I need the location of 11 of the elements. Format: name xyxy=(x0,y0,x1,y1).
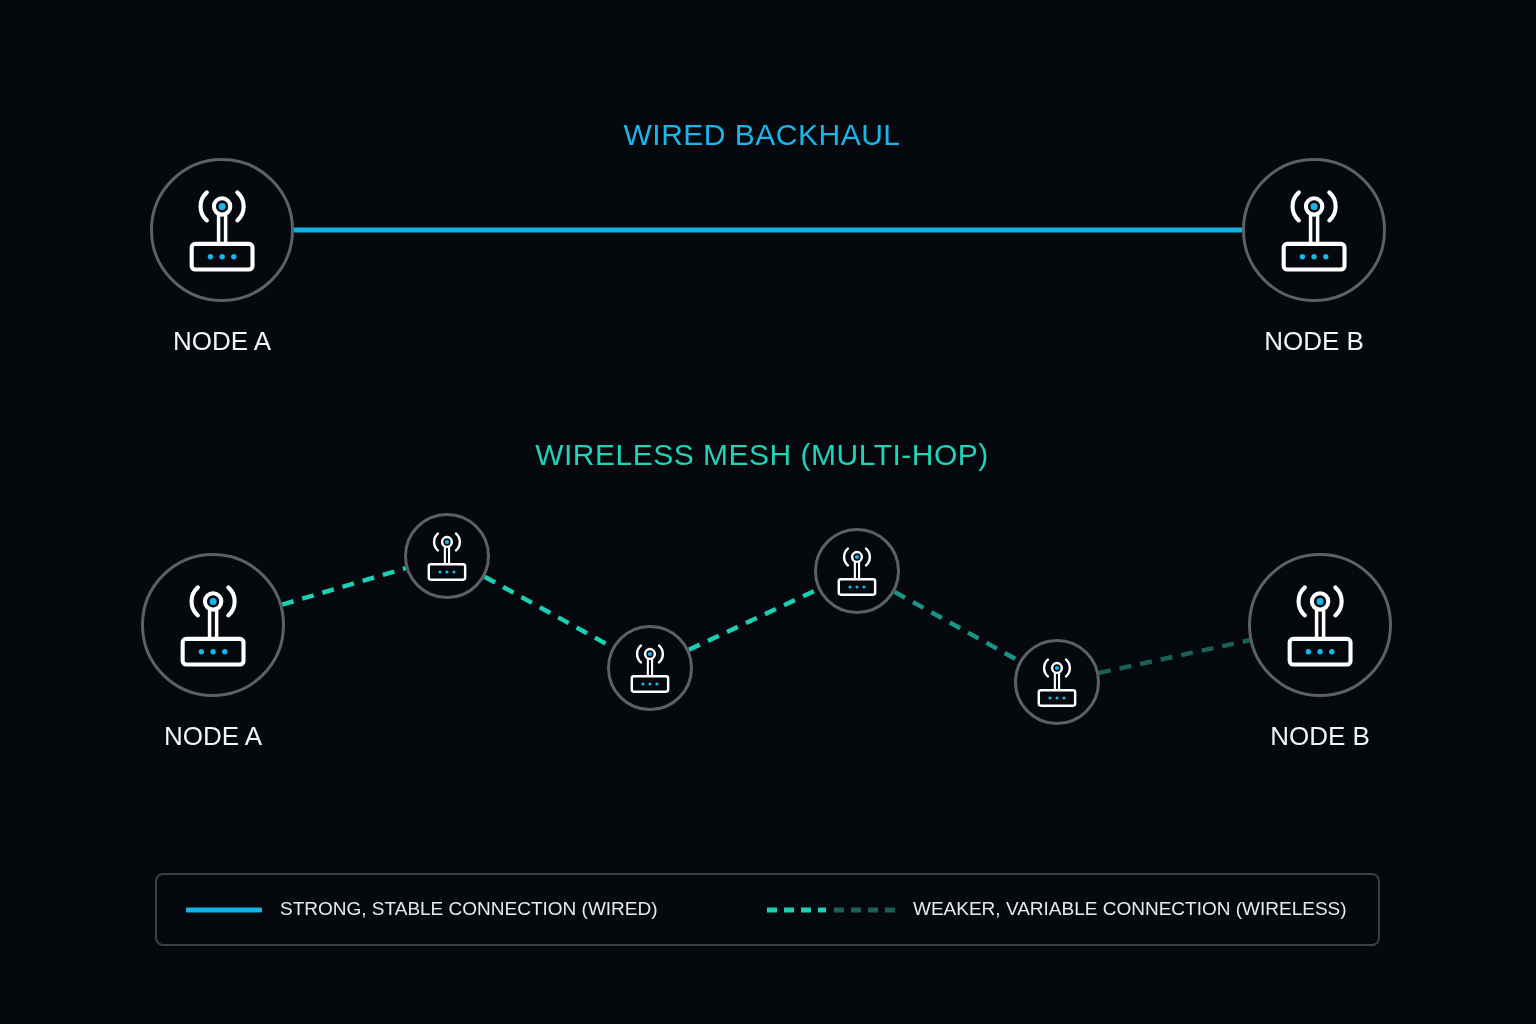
node-label: NODE B xyxy=(1264,326,1364,357)
node-label: NODE B xyxy=(1270,721,1370,752)
legend-text: STRONG, STABLE CONNECTION (WIRED) xyxy=(280,898,658,920)
node-label: NODE A xyxy=(163,721,263,752)
section-title: WIRELESS MESH (MULTI-HOP) xyxy=(535,438,989,472)
legend-text: WEAKER, VARIABLE CONNECTION (WIRELESS) xyxy=(913,898,1347,920)
dashed-connection-line xyxy=(281,566,407,607)
dashed-connection-line xyxy=(1098,638,1251,676)
node-label: NODE A xyxy=(172,326,272,357)
section-title: WIRED BACKHAUL xyxy=(623,118,901,152)
connection-line xyxy=(294,227,1242,233)
